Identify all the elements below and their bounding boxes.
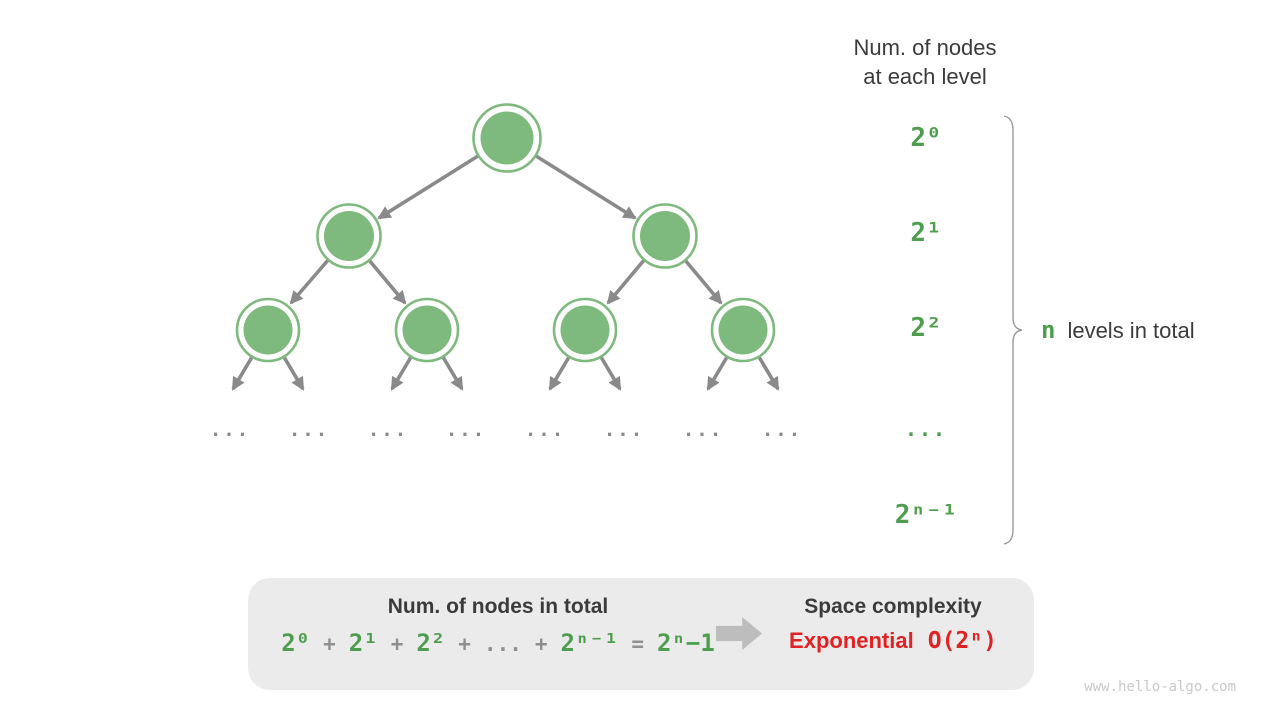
tree-node: [710, 297, 776, 363]
leaf-ellipsis: ...: [209, 419, 251, 441]
levels-header: Num. of nodes at each level: [815, 33, 1035, 91]
levels-header-line2: at each level: [863, 64, 987, 89]
level-label: 2¹: [910, 218, 942, 248]
tree-edge: [706, 356, 729, 391]
leaf-ellipsis: ...: [524, 419, 566, 441]
tree-edge: [282, 356, 305, 391]
tree-edge: [535, 154, 637, 220]
tree-edge: [377, 154, 479, 220]
tree-edge: [757, 356, 780, 391]
tree-edge: [606, 257, 647, 305]
formula-token: 2²: [416, 629, 446, 657]
level-label: ...: [904, 417, 948, 441]
tree-edge: [441, 356, 464, 391]
tree-node: [235, 297, 301, 363]
leaf-ellipsis: ...: [761, 419, 803, 441]
complexity-word: Exponential: [789, 628, 914, 653]
tree-node: [394, 297, 460, 363]
levels-header-line1: Num. of nodes: [853, 35, 997, 60]
formula-token: +: [390, 632, 404, 656]
formula-token: +: [534, 632, 548, 656]
total-nodes-formula: 2⁰ +2¹ +2² +... +2ⁿ⁻¹ = 2ⁿ−1: [278, 629, 718, 657]
brace: [1003, 115, 1023, 545]
tree-edge: [390, 356, 413, 391]
tree-node: [632, 203, 698, 269]
tree-edge: [599, 356, 622, 391]
level-label: 2²: [910, 313, 942, 343]
tree-edges: [231, 154, 780, 391]
summary-box: Num. of nodes in total 2⁰ +2¹ +2² +... +2ⁿ⁻¹…: [248, 578, 1034, 690]
formula-token: +: [458, 632, 471, 656]
leaf-ellipsis: ...: [603, 419, 645, 441]
tree-edge: [231, 356, 254, 391]
formula-token: 2ⁿ⁻¹: [560, 629, 619, 657]
tree-node-root: [472, 103, 542, 173]
level-label: 2ⁿ⁻¹: [894, 500, 958, 530]
tree-edge: [289, 257, 331, 305]
formula-token: 2¹: [348, 629, 378, 657]
brace-annotation: n levels in total: [1041, 316, 1195, 344]
level-labels: 2⁰ 2¹ 2²... 2ⁿ⁻¹: [866, 0, 986, 560]
watermark: www.hello-algo.com: [1084, 679, 1236, 695]
total-nodes-section: Num. of nodes in total 2⁰ +2¹ +2² +... +2ⁿ⁻¹…: [278, 595, 718, 657]
formula-token: 2⁰: [281, 629, 311, 657]
leaf-ellipsis: ...: [367, 419, 409, 441]
tree-nodes: [235, 103, 776, 363]
level-label: 2⁰: [910, 123, 942, 153]
formula-token: =: [631, 632, 644, 656]
tree-node: [552, 297, 618, 363]
implies-arrow-icon: [716, 617, 762, 650]
formula-token: ...: [483, 632, 522, 656]
complexity-big-o: O(2ⁿ): [927, 628, 997, 654]
space-complexity-value: Exponential O(2ⁿ): [773, 628, 1013, 654]
formula-token: 2ⁿ−1: [656, 629, 715, 657]
tree-edge: [683, 258, 723, 305]
tree-edge: [548, 356, 571, 391]
brace-n-symbol: n: [1041, 316, 1056, 344]
tree-node: [316, 203, 382, 269]
leaf-ellipsis: ...: [445, 419, 487, 441]
leaf-ellipsis: ...: [288, 419, 330, 441]
space-complexity-title: Space complexity: [804, 595, 982, 618]
tree-edge: [367, 258, 407, 305]
formula-token: +: [323, 632, 336, 656]
leaf-ellipsis: ...: [682, 419, 724, 441]
brace-annotation-text: levels in total: [1067, 318, 1195, 343]
space-complexity-section: Space complexity Exponential O(2ⁿ): [773, 595, 1013, 654]
total-nodes-title: Num. of nodes in total: [387, 595, 609, 618]
